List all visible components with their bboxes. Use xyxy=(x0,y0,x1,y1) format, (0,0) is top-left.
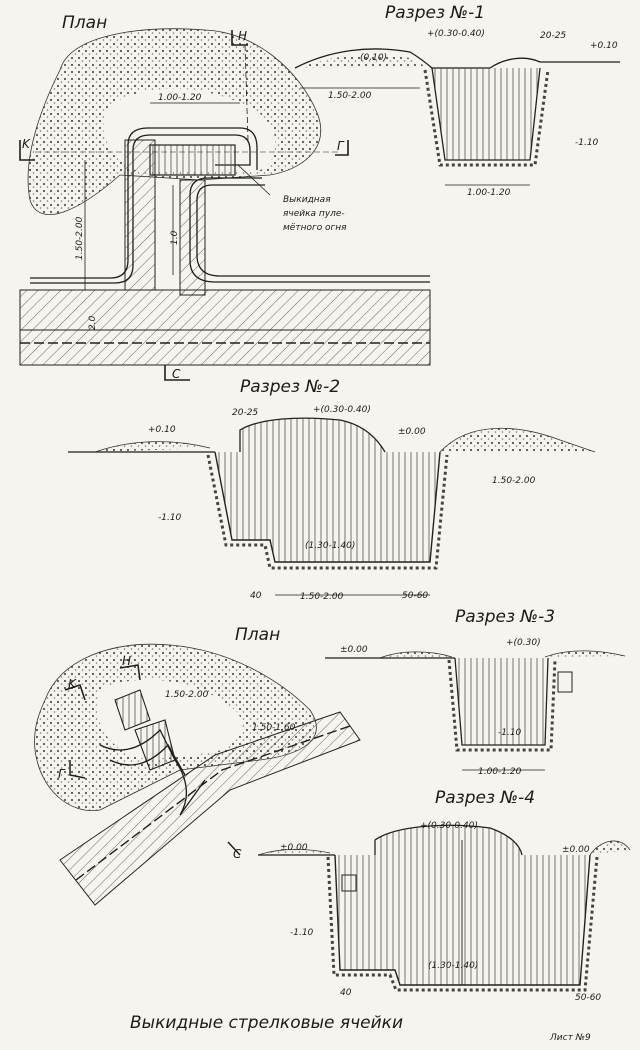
sheet-caption: Выкидные стрелковые ячейки xyxy=(130,1013,403,1033)
section-2: Разрез №-2 +(0.30-0.40) +0.10 ±0.00 20-2… xyxy=(68,377,596,602)
section-2-title: Разрез №-2 xyxy=(240,377,340,397)
section-3-depth: -1.10 xyxy=(498,728,522,738)
section-1-right-elev: +0.10 xyxy=(590,41,618,51)
plan-2-marker-c: С xyxy=(233,847,242,861)
section-1-width-bottom: 1.00-1.20 xyxy=(467,188,511,198)
plan-1-marker-g: Г xyxy=(337,139,345,153)
plan-1-dim-low: 2.0 xyxy=(88,315,98,330)
plan-1-callout-3: мётного огня xyxy=(283,223,347,233)
plan-2-marker-k: K xyxy=(68,677,77,691)
plan-2-dim-b: 1.50-1.60 xyxy=(252,723,296,733)
plan-1-marker-k: K xyxy=(22,137,31,151)
plan-1-title: План xyxy=(62,13,107,33)
section-3-top-elev: +(0.30) xyxy=(506,638,541,648)
plan-1-dim-top: 1.00-1.20 xyxy=(158,93,202,103)
plan-1: План K H Г С 1.00-1.20 1.50-2.00 1.0 2.0… xyxy=(19,13,431,381)
section-2-bottom-small: 40 xyxy=(250,591,262,601)
section-4-depth: -1.10 xyxy=(290,928,314,938)
section-3: Разрез №-3 ±0.00 +(0.30) -1.10 1.00-1.20 xyxy=(325,607,626,777)
plan-1-marker-c: С xyxy=(172,367,181,381)
section-1-top-elev: +(0.30-0.40) xyxy=(427,29,485,39)
sheet-number: Лист №9 xyxy=(549,1033,591,1043)
section-4-title: Разрез №-4 xyxy=(435,788,535,808)
section-4-bottom-right: 50-60 xyxy=(575,993,601,1003)
section-1: Разрез №-1 +(0.30-0.40) (0.10) 1.50-2.00… xyxy=(294,3,620,198)
plan-1-dim-vert: 1.50-2.00 xyxy=(75,216,85,260)
section-4-top-elev: +(0.30-0.40) xyxy=(420,821,478,831)
plan-2-marker-g: Г xyxy=(58,767,66,781)
plan-2-dim-a: 1.50-2.00 xyxy=(165,690,209,700)
section-4: Разрез №-4 +(0.30-0.40) ±0.00 ±0.00 -1.1… xyxy=(257,788,631,1003)
section-1-depth: -1.10 xyxy=(575,138,599,148)
section-1-width-top: 1.50-2.00 xyxy=(328,91,372,101)
plan-2-title: План xyxy=(235,625,280,645)
section-2-depth: -1.10 xyxy=(158,513,182,523)
plan-1-marker-h: H xyxy=(238,29,247,43)
trench-band xyxy=(19,289,431,331)
plan-1-callout-2: ячейка пуле- xyxy=(283,209,345,219)
section-2-zero: ±0.00 xyxy=(398,427,426,437)
section-4-left-elev: ±0.00 xyxy=(280,843,308,853)
section-2-step: (1.30-1.40) xyxy=(305,541,355,551)
section-4-bottom-left: 40 xyxy=(340,988,352,998)
section-2-left-elev: +0.10 xyxy=(148,425,176,435)
section-2-bottom-width: 1.50-2.00 xyxy=(300,592,344,602)
section-4-step: (1.30-1.40) xyxy=(428,961,478,971)
section-1-title: Разрез №-1 xyxy=(385,3,485,23)
section-4-right-elev: ±0.00 xyxy=(562,845,590,855)
section-1-left-elev: (0.10) xyxy=(360,53,387,63)
section-2-top-elev: +(0.30-0.40) xyxy=(313,405,371,415)
section-2-lip-dim: 20-25 xyxy=(232,408,258,418)
section-2-bottom-right: 50-60 xyxy=(402,591,428,601)
plan-1-dim-side: 1.0 xyxy=(170,230,180,245)
section-3-bottom-width: 1.00-1.20 xyxy=(478,767,522,777)
plan-1-callout-1: Выкидная xyxy=(283,195,331,205)
section-3-zero: ±0.00 xyxy=(340,645,368,655)
plan-2: План 1.50-2.00 1.50-1.60 K H Г С xyxy=(34,625,361,906)
section-3-title: Разрез №-3 xyxy=(455,607,555,627)
plan-2-marker-h: H xyxy=(122,654,131,668)
section-1-right-dim: 20-25 xyxy=(540,31,566,41)
section-2-right-width: 1.50-2.00 xyxy=(492,476,536,486)
